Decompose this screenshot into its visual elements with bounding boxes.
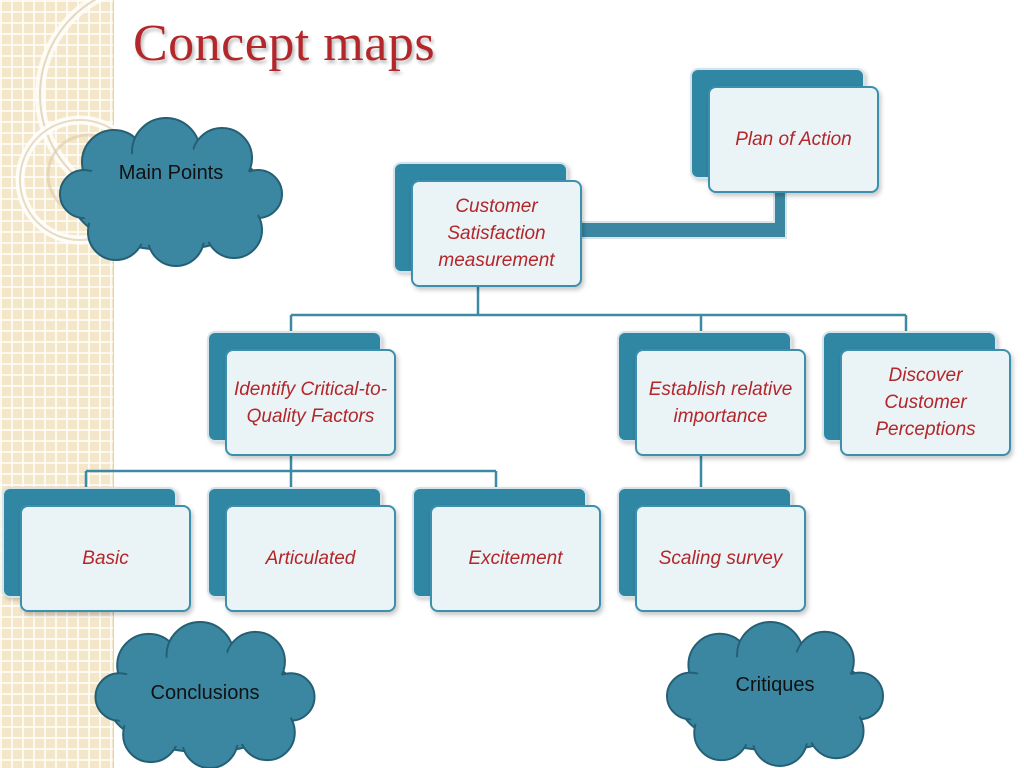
cloud-label: Main Points [118,162,224,184]
node-discover-customer-perceptions: Discover Customer Perceptions [822,331,1011,456]
node-identify-ctq-factors: Identify Critical-to-Quality Factors [207,331,396,456]
cloud-main-points: Main Points [58,117,284,267]
cloud-conclusions: Conclusions [92,621,318,768]
node-customer-satisfaction-measurement: Customer Satisfaction measurement [393,162,582,287]
cloud-critiques: Critiques [662,621,888,767]
cloud-label: Critiques [735,674,815,696]
page-title: Concept maps [133,15,436,72]
cloud-shape [59,117,283,267]
node-establish-relative-importance: Establish relative importance [617,331,806,456]
node-scaling-survey: Scaling survey [617,487,806,612]
cloud-label: Conclusions [150,682,260,704]
cloud-shape [94,621,316,768]
node-basic: Basic [2,487,191,612]
node-excitement: Excitement [412,487,601,612]
cloud-shape [666,621,884,767]
node-articulated: Articulated [207,487,396,612]
node-plan-of-action: Plan of Action [690,68,879,193]
